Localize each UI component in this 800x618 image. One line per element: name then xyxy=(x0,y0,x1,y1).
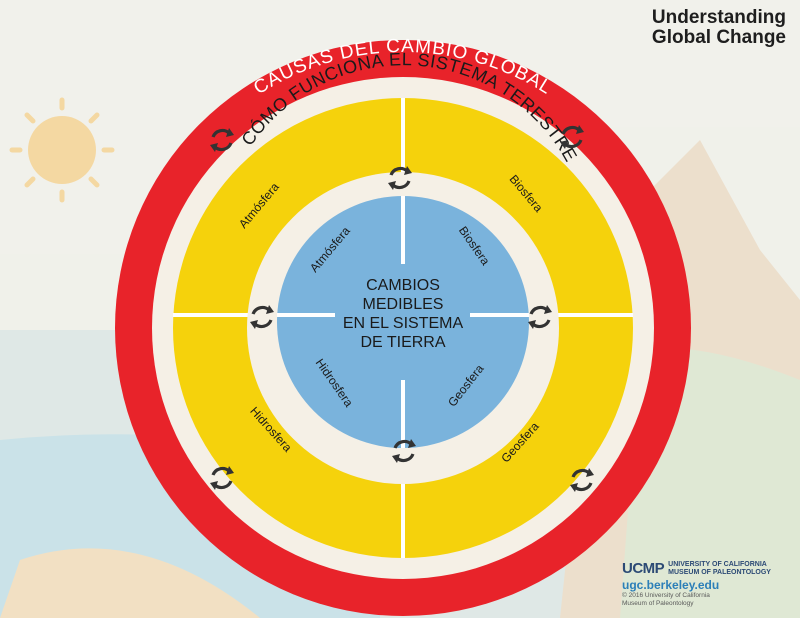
inner-title-line-2: MEDIBLES xyxy=(363,296,444,313)
ucmp-copyright-line-1: © 2016 University of California xyxy=(622,592,710,599)
ucmp-logo-row: UCMP UNIVERSITY OF CALIFORNIA MUSEUM OF … xyxy=(622,560,798,577)
ucmp-website-link[interactable]: ugc.berkeley.edu xyxy=(622,578,720,592)
ucmp-org-line-2: MUSEUM OF PALEONTOLOGY xyxy=(668,568,771,576)
ucmp-copyright-line-2: Museum of Paleontology xyxy=(622,599,694,607)
brand-title-line-1: Understanding xyxy=(651,7,786,28)
inner-title: CAMBIOS MEDIBLES EN EL SISTEMA DE TIERRA xyxy=(343,277,464,351)
inner-title-line-1: CAMBIOS xyxy=(366,277,440,294)
ucmp-org: UNIVERSITY OF CALIFORNIA MUSEUM OF PALEO… xyxy=(668,561,771,577)
inner-circle-dividers xyxy=(277,196,529,448)
ucmp-org-line-1: UNIVERSITY OF CALIFORNIA xyxy=(668,560,767,568)
inner-circle xyxy=(277,196,529,448)
ucmp-logo: UCMP xyxy=(622,560,665,577)
brand-title-line-2: Global Change xyxy=(651,27,786,48)
inner-title-line-4: DE TIERRA xyxy=(360,334,445,351)
sun-icon xyxy=(9,97,115,203)
ucmp-footer: UCMP UNIVERSITY OF CALIFORNIA MUSEUM OF … xyxy=(622,560,798,607)
brand-title: Understanding Global Change xyxy=(652,8,786,48)
inner-title-line-3: EN EL SISTEMA xyxy=(343,315,464,332)
